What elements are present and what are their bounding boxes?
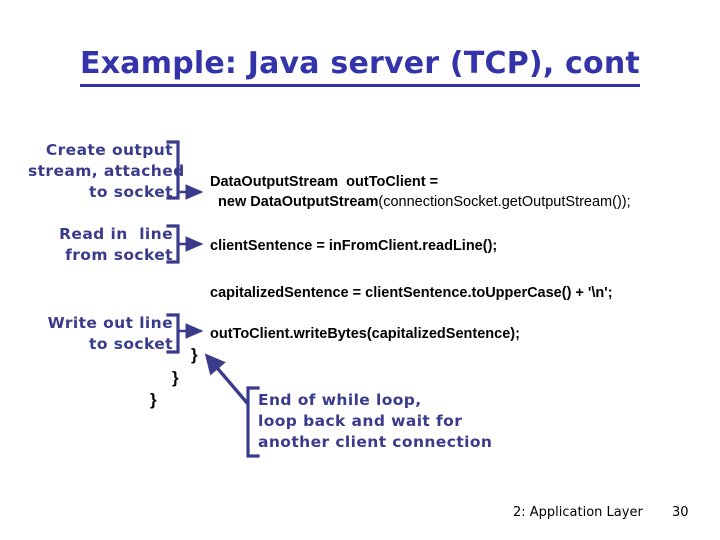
code-line-write-bytes: outToClient.writeBytes(capitalizedSenten… [210, 326, 520, 342]
closing-brace-1: } [191, 345, 198, 364]
annotation-write-out-line: Write out line to socket [47, 314, 173, 353]
code-new-output-stream-bold: new DataOutputStream [210, 194, 379, 210]
code-line-capitalize-sentence: capitalizedSentence = clientSentence.toU… [210, 285, 613, 301]
closing-brace-2: } [172, 368, 179, 387]
code-line-new-output-stream: new DataOutputStream(connectionSocket.ge… [210, 192, 631, 212]
code-line-declare-output-stream: DataOutputStream outToClient = [210, 174, 439, 190]
bracket-end-of-while-loop [204, 353, 260, 458]
footer-chapter-label: 2: Application Layer [513, 505, 643, 520]
annotation-create-output-stream: Create output stream, attached to socket [28, 141, 185, 201]
code-new-output-stream-args: (connectionSocket.getOutputStream()); [378, 194, 631, 210]
page-title: Example: Java server (TCP), cont [0, 46, 720, 87]
annotation-read-in-line: Read in line from socket [59, 225, 173, 264]
annotation-end-of-while-loop: End of while loop, loop back and wait fo… [258, 391, 493, 451]
closing-brace-3: } [150, 390, 157, 409]
page-title-text: Example: Java server (TCP), cont [80, 46, 640, 87]
footer-page-number: 30 [672, 505, 689, 520]
code-line-read-client-sentence: clientSentence = inFromClient.readLine()… [210, 238, 498, 254]
